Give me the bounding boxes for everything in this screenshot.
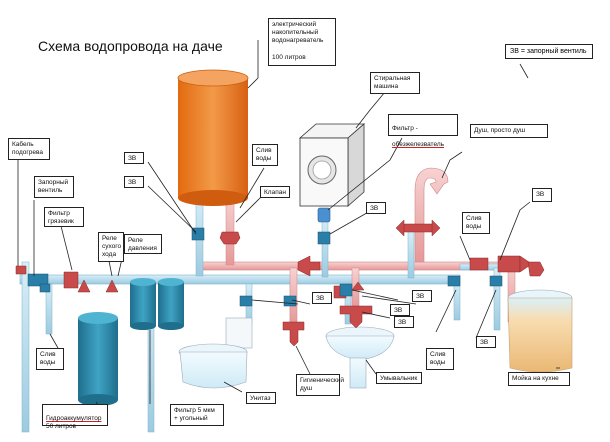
label-washbasin: Умывальник [376, 372, 422, 384]
page-title: Схема водопровода на даче [38, 38, 223, 54]
label-toilet: Унитаз [246, 392, 276, 404]
label-main-valve: Запорный вентиль [34, 176, 74, 198]
label-filter-5-micron: Фильтр 5 мкм + угольный [170, 404, 224, 426]
label-accumulator-prefix: Гидроаккумулятор [46, 415, 102, 423]
deferrizer-filter [317, 207, 331, 223]
label-valve-zv-9: ЗВ [476, 336, 496, 348]
label-hygienic-shower: Гигиенический душ [296, 374, 344, 396]
cold-riser-right [407, 229, 415, 279]
label-valve-zv-2: ЗВ [124, 176, 144, 188]
label-dry-run-relay: Реле сухого хода [98, 232, 124, 262]
label-valve-zv-5: ЗВ [312, 292, 332, 304]
filter-5-micron [130, 278, 184, 330]
washbasin [325, 326, 395, 389]
legend-box: ЗВ = запорный вентиль [505, 44, 593, 59]
valve-arrows [15, 219, 545, 347]
hydro-accumulator [78, 312, 118, 406]
label-washing-machine: Стиральная машина [370, 72, 420, 94]
label-shower: Душ, просто душ [470, 124, 548, 138]
label-valve-zv-4: ЗВ [532, 188, 552, 202]
label-valve-zv-7: ЗВ [390, 304, 410, 316]
label-valve-zv-6: ЗВ [412, 290, 432, 302]
label-drain-left: Слив воды [36, 348, 64, 370]
kitchen-sink [507, 289, 573, 373]
label-kitchen-sink: Мойка на кухне [508, 372, 570, 386]
blue-valves [27, 227, 503, 307]
label-check-valve: Клапан [260, 186, 290, 198]
cold-riser-left [21, 261, 30, 433]
label-water-heater: электрический накопительный водонагреват… [268, 18, 336, 66]
label-deferrizer: Фильтр - обезжелезватель [388, 114, 458, 148]
label-drain-right-top: Слив воды [462, 212, 490, 234]
main-cold-pipe [19, 274, 461, 285]
label-drain-bottom: Слив воды [426, 348, 454, 370]
label-deferrizer-word: обезжелезватель [392, 141, 445, 149]
hot-riser-heater [225, 194, 235, 266]
label-heating-cable: Кабель подогрева [8, 138, 50, 160]
label-valve-zv-3: ЗВ [366, 202, 386, 214]
washing-machine [298, 123, 366, 207]
label-valve-zv-1: ЗВ [124, 152, 144, 164]
cold-drop-kitchen [493, 267, 501, 331]
toilet [178, 317, 253, 389]
label-deferrizer-prefix: Фильтр - [392, 125, 418, 133]
shower-pipe [414, 167, 449, 263]
label-drain-top: Слив воды [252, 144, 278, 166]
label-mud-filter: Фильтр грязевик [44, 207, 84, 227]
label-valve-zv-8: ЗВ [394, 316, 414, 328]
label-accumulator: Гидроаккумулятор 50 литров [42, 404, 108, 430]
water-heater [177, 69, 249, 206]
label-pressure-relay: Реле давления [124, 234, 162, 254]
cold-riser-washer [321, 214, 329, 278]
label-accumulator-suffix: 50 литров [46, 423, 77, 431]
